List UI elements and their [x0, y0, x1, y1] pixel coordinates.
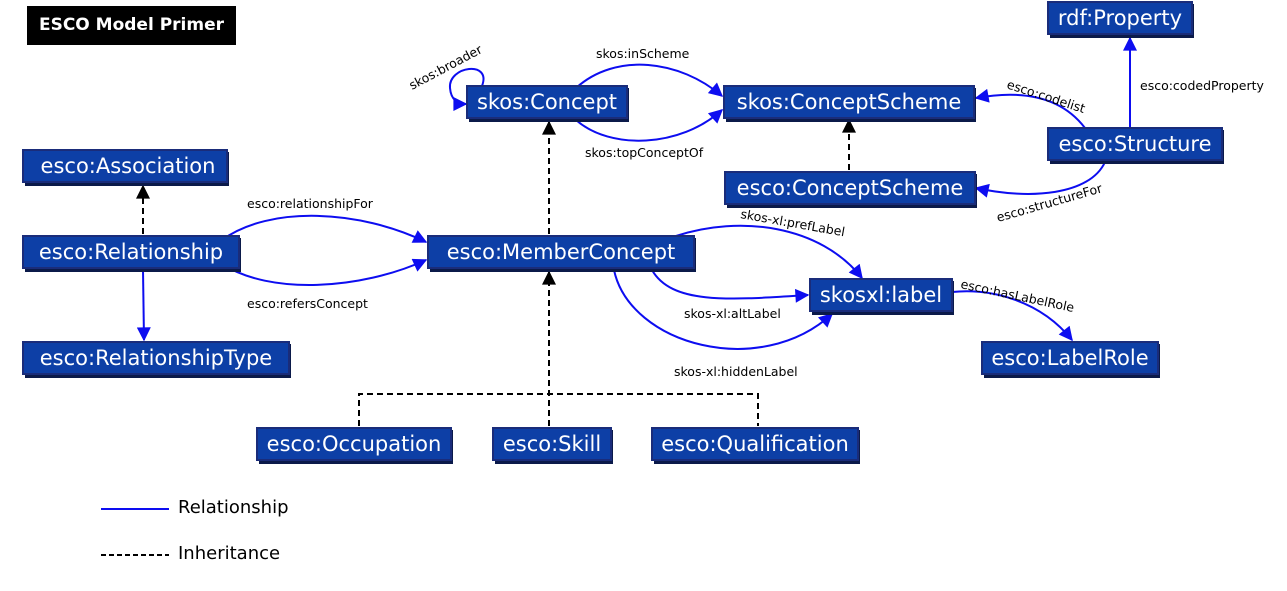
svg-text:esco:MemberConcept: esco:MemberConcept [447, 240, 676, 264]
label-esco-relationship-for: esco:relationshipFor [247, 196, 374, 211]
label-skos-xl-hidden-label: skos-xl:hiddenLabel [674, 364, 798, 379]
node-skos-concept-scheme: skos:ConceptScheme [723, 85, 976, 122]
edge-esco-has-label-role [951, 290, 1073, 342]
svg-text:esco:Association: esco:Association [41, 154, 216, 178]
node-esco-structure: esco:Structure [1047, 127, 1224, 164]
svg-text:skosxl:label: skosxl:label [820, 283, 942, 307]
node-esco-skill: esco:Skill [492, 427, 613, 464]
svg-text:esco:Occupation: esco:Occupation [267, 432, 442, 456]
node-esco-occupation: esco:Occupation [256, 427, 453, 464]
node-skos-concept: skos:Concept [466, 85, 629, 122]
edge-skos-xl-hidden-label [613, 269, 834, 350]
node-esco-association: esco:Association [22, 149, 229, 186]
edge-skos-top-concept-of [575, 109, 724, 142]
edge-esco-relationship-for [221, 214, 428, 243]
svg-text:esco:ConceptScheme: esco:ConceptScheme [737, 176, 964, 200]
legend: Relationship Inheritance [101, 497, 289, 564]
label-skos-in-scheme: skos:inScheme [596, 46, 690, 61]
edge-skos-xl-pref-label [675, 224, 863, 280]
node-esco-label-role: esco:LabelRole [981, 341, 1160, 378]
svg-text:esco:Qualification: esco:Qualification [661, 432, 849, 456]
edge-esco-refers-concept [221, 258, 428, 286]
edge-esco-codelist [974, 88, 1086, 129]
svg-text:esco:RelationshipType: esco:RelationshipType [40, 346, 272, 370]
diagram-title: ESCO Model Primer [27, 6, 236, 45]
edge-skos-xl-alt-label [651, 269, 810, 303]
edge-relationship-to-type [136, 269, 151, 342]
svg-text:skos:ConceptScheme: skos:ConceptScheme [737, 90, 962, 114]
svg-text:esco:LabelRole: esco:LabelRole [991, 346, 1148, 370]
label-skos-top-concept-of: skos:topConceptOf [585, 145, 704, 160]
inheritance-bracket [358, 393, 759, 426]
svg-text:skos:Concept: skos:Concept [477, 90, 617, 114]
edge-esco-structure-for [974, 161, 1106, 198]
node-esco-qualification: esco:Qualification [651, 427, 860, 464]
svg-text:esco:Skill: esco:Skill [503, 432, 601, 456]
label-skos-xl-pref-label: skos-xl:prefLabel [739, 206, 846, 239]
legend-inheritance-label: Inheritance [178, 543, 280, 564]
edge-skos-in-scheme [575, 63, 724, 97]
node-esco-relationship-type: esco:RelationshipType [22, 341, 291, 378]
label-esco-coded-property: esco:codedProperty [1140, 78, 1265, 93]
svg-text:rdf:Property: rdf:Property [1058, 6, 1182, 30]
edge-skos-broader [448, 68, 485, 111]
svg-text:esco:Structure: esco:Structure [1058, 132, 1211, 156]
node-esco-concept-scheme: esco:ConceptScheme [724, 171, 977, 208]
label-skos-broader: skos:broader [406, 41, 485, 92]
legend-relationship-label: Relationship [178, 497, 289, 518]
label-esco-structure-for: esco:structureFor [995, 180, 1105, 225]
svg-text:esco:Relationship: esco:Relationship [39, 240, 223, 264]
label-esco-refers-concept: esco:refersConcept [247, 296, 368, 311]
node-esco-member-concept: esco:MemberConcept [427, 235, 696, 272]
label-esco-codelist: esco:codelist [1005, 77, 1087, 116]
label-esco-has-label-role: esco:hasLabelRole [959, 276, 1076, 315]
node-esco-relationship: esco:Relationship [22, 235, 241, 272]
label-skos-xl-alt-label: skos-xl:altLabel [684, 306, 781, 321]
node-rdf-property: rdf:Property [1047, 1, 1194, 38]
node-skosxl-label: skosxl:label [809, 278, 954, 315]
